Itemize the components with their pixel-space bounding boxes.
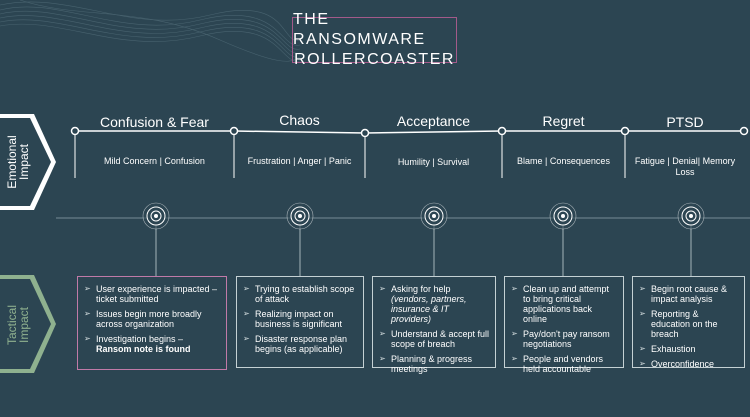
timeline-node: [360, 128, 370, 138]
tactical-card: ➢User experience is impacted – ticket su…: [77, 276, 227, 370]
arrow-bullet-icon: ➢: [511, 284, 518, 293]
tactical-item: ➢Pay/don't pay ransom negotiations: [511, 329, 610, 349]
stage-emotions: Humility | Survival: [397, 157, 470, 167]
emotional-impact-tab: [0, 114, 56, 210]
arrow-bullet-icon: ➢: [243, 284, 250, 293]
arrow-bullet-icon: ➢: [243, 309, 250, 318]
tactical-card: ➢Begin root cause & impact analysis ➢Repo…: [632, 276, 745, 369]
timeline-node: [620, 126, 630, 136]
stage-emotions: Mild Concern | Confusion: [104, 156, 205, 166]
stage-title: Regret: [542, 113, 585, 129]
tactical-impact-tab: [0, 275, 56, 373]
tactical-item: ➢Overconfidence: [639, 359, 715, 369]
tactical-item: ➢Planning & progress meetings: [379, 354, 473, 374]
arrow-bullet-icon: ➢: [639, 309, 646, 318]
target-marker-icon: [549, 202, 577, 276]
arrow-bullet-icon: ➢: [639, 284, 646, 293]
stage-title: Acceptance: [396, 113, 471, 129]
stage-title: PTSD: [666, 114, 704, 130]
title-line-2: ROLLERCOASTER: [294, 51, 455, 68]
arrow-bullet-icon: ➢: [639, 359, 646, 368]
tactical-item: ➢Begin root cause & impact analysis: [639, 284, 728, 304]
tactical-item: ➢Asking for help (vendors, partners, ins…: [379, 284, 467, 324]
arrow-bullet-icon: ➢: [379, 329, 386, 338]
timeline-node: [70, 126, 80, 136]
tactical-item: ➢Trying to establish scope of attack: [243, 284, 355, 304]
tactical-item: ➢Exhaustion: [639, 344, 696, 354]
arrow-bullet-icon: ➢: [243, 334, 250, 343]
tactical-card: ➢Asking for help (vendors, partners, ins…: [372, 276, 496, 374]
tactical-item: ➢Investigation begins – Ransom note is f…: [84, 334, 191, 354]
arrow-bullet-icon: ➢: [511, 329, 518, 338]
timeline-node: [739, 126, 749, 136]
arrow-bullet-icon: ➢: [84, 334, 91, 343]
stage-emotions: Fatigue | Denial| Memory Loss: [634, 156, 736, 177]
arrow-bullet-icon: ➢: [84, 284, 91, 293]
timeline-node: [497, 126, 507, 136]
stage-emotions: Blame | Consequences: [517, 156, 610, 166]
decorative-waves: [0, 0, 300, 62]
stage-title: Confusion & Fear: [100, 114, 209, 130]
arrow-bullet-icon: ➢: [84, 309, 91, 318]
tactical-card: ➢Trying to establish scope of attack ➢Rea…: [236, 276, 364, 368]
target-marker-icon: [142, 202, 170, 276]
arrow-bullet-icon: ➢: [379, 354, 386, 363]
arrow-bullet-icon: ➢: [379, 284, 386, 293]
tactical-item: ➢People and vendors held accountable: [511, 354, 604, 374]
target-marker-icon: [677, 202, 705, 276]
target-marker-icon: [420, 202, 448, 276]
title-box: THE RANSOMWARE ROLLERCOASTER: [292, 11, 457, 68]
tactical-item: ➢Reporting & education on the breach: [639, 309, 718, 339]
tactical-item: ➢Realizing impact on business is signifi…: [243, 309, 343, 329]
tactical-item: ➢Issues begin more broadly across organi…: [84, 309, 202, 329]
tactical-item: ➢Disaster response plan begins (as appli…: [243, 334, 348, 354]
title-line-1: THE RANSOMWARE: [293, 11, 426, 48]
stage-title: Chaos: [279, 112, 320, 128]
stage-emotions: Frustration | Anger | Panic: [247, 156, 352, 166]
tactical-item: ➢User experience is impacted – ticket su…: [84, 284, 218, 304]
tactical-item: ➢Understand & accept full scope of breac…: [379, 329, 490, 349]
tactical-item: ➢Clean up and attempt to bring critical …: [511, 284, 610, 324]
target-marker-icon: [286, 202, 314, 276]
arrow-bullet-icon: ➢: [639, 344, 646, 353]
tactical-card: ➢Clean up and attempt to bring critical …: [504, 276, 624, 374]
arrow-bullet-icon: ➢: [511, 354, 518, 363]
timeline-node: [229, 126, 239, 136]
